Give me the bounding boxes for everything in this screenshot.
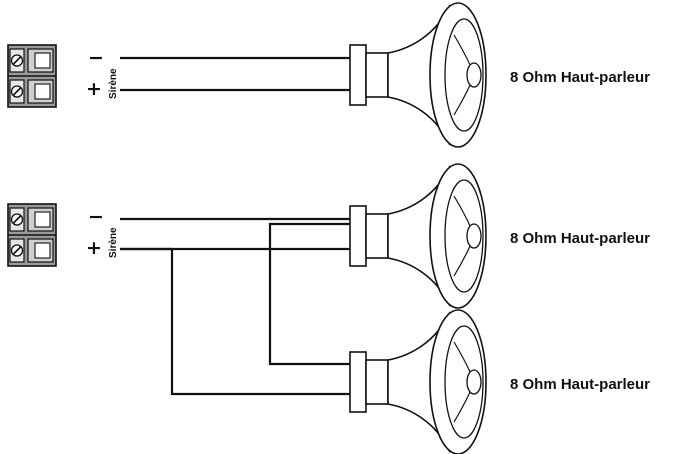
horn-speaker-icon xyxy=(349,309,487,454)
plus-sign: + xyxy=(86,237,102,259)
diagram-single-speaker: − + Sirène 8 Ohm Haut-parleur xyxy=(7,2,650,148)
plus-sign: + xyxy=(86,78,102,100)
speaker-label: 8 Ohm Haut-parleur xyxy=(510,230,650,247)
terminal-label: Sirène xyxy=(108,68,119,99)
minus-sign: − xyxy=(88,47,104,69)
terminal-block-icon xyxy=(7,44,57,108)
wire-negative-branch xyxy=(268,222,350,366)
horn-speaker-icon xyxy=(349,2,487,148)
diagram-two-speakers: − + Sirène 8 Ohm Haut-parleur 8 Ohm Haut… xyxy=(7,163,650,454)
terminal-label: Sirène xyxy=(108,227,119,258)
minus-sign: − xyxy=(88,206,104,228)
horn-speaker-icon xyxy=(349,163,487,309)
speaker-label: 8 Ohm Haut-parleur xyxy=(510,376,650,393)
speaker-label: 8 Ohm Haut-parleur xyxy=(510,69,650,86)
terminal-block-icon xyxy=(7,203,57,267)
wire-positive-branch xyxy=(120,247,350,396)
